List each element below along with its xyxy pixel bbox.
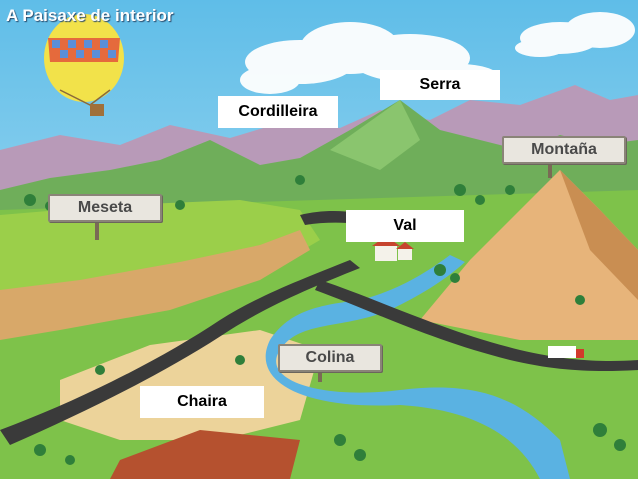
sign-colina: Colina [278, 344, 382, 372]
river [265, 255, 570, 479]
page-title: A Paisaxe de interior [6, 6, 174, 25]
sign-montana: Montaña [502, 136, 626, 164]
sign-meseta: Meseta [48, 194, 162, 222]
hot-air-balloon [44, 14, 124, 116]
label-cordilleira: Cordilleira [218, 96, 338, 128]
label-serra: Serra [380, 70, 500, 100]
cloud-right [515, 12, 635, 57]
road-left [0, 260, 360, 445]
ploughed-field [110, 430, 300, 479]
road-right [315, 280, 638, 371]
label-chaira: Chaira [140, 386, 264, 418]
label-val: Val [346, 210, 464, 242]
